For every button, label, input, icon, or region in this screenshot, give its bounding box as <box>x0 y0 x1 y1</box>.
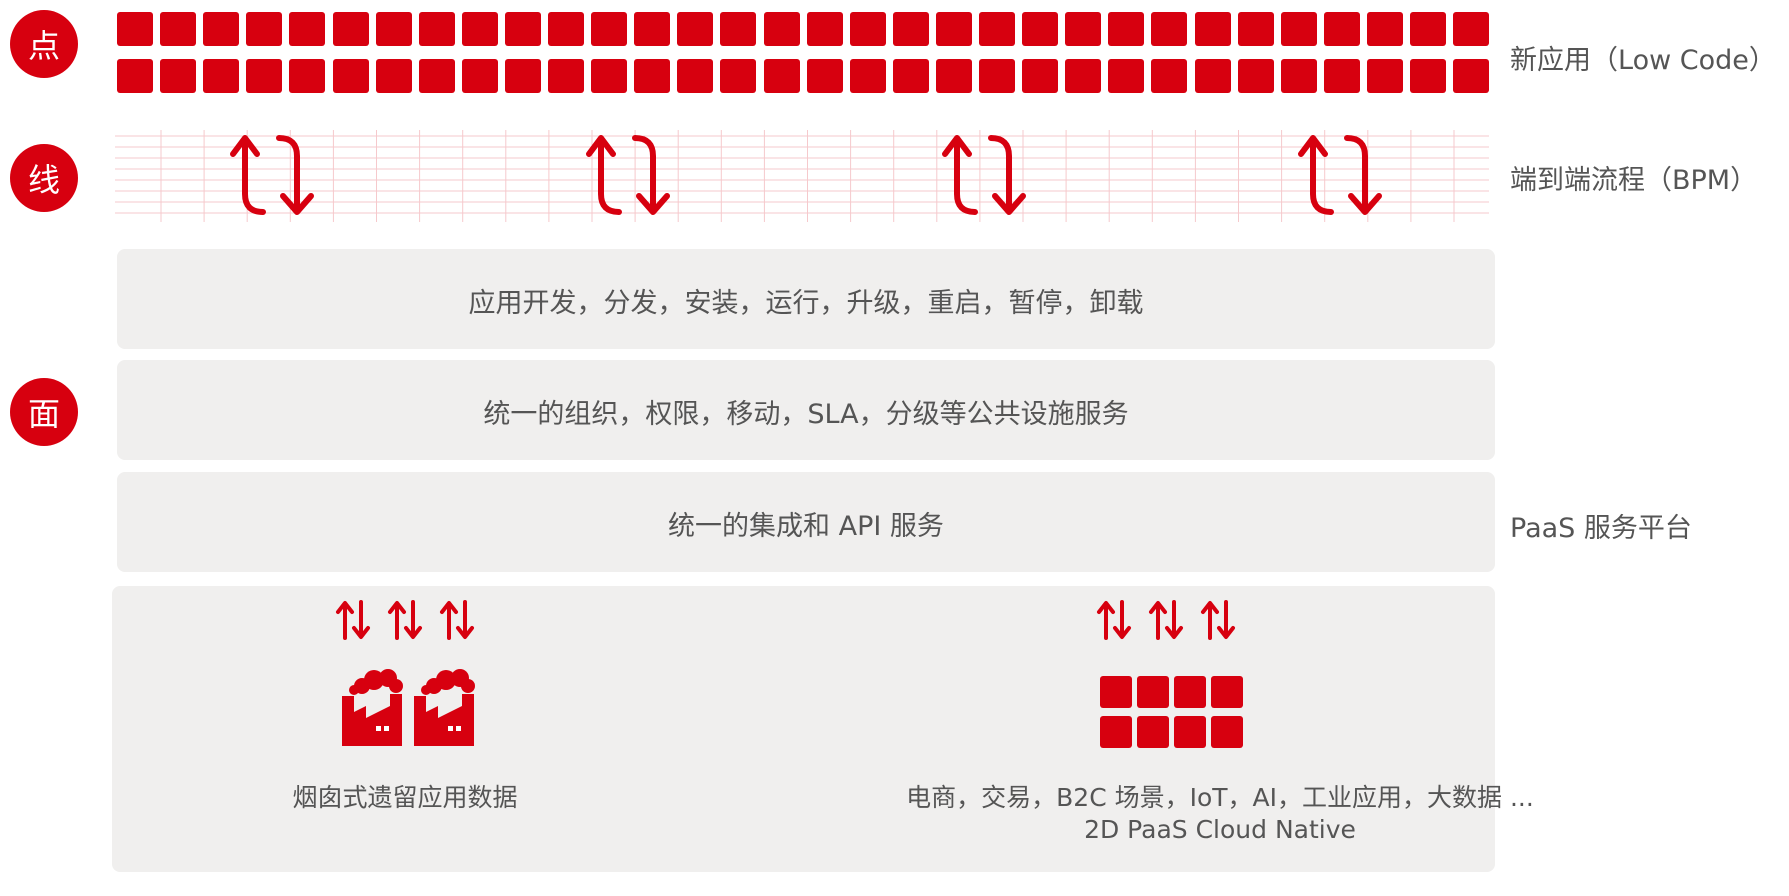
app-block <box>1194 12 1231 46</box>
app-block <box>591 59 628 93</box>
app-block <box>1194 59 1231 93</box>
app-block <box>1453 59 1490 93</box>
cycle-arrows-icon <box>230 135 314 215</box>
app-block <box>677 12 714 46</box>
app-block <box>591 12 628 46</box>
app-block <box>1323 59 1360 93</box>
app-block <box>1022 59 1059 93</box>
app-block <box>117 12 153 46</box>
cycle-arrows-icon <box>942 135 1026 215</box>
block-cell <box>1137 716 1169 748</box>
bar-app-lifecycle-text: 应用开发，分发，安装，运行，升级，重启，暂停，卸载 <box>468 288 1144 319</box>
app-block <box>461 12 498 46</box>
app-block <box>1108 59 1145 93</box>
app-block <box>763 12 800 46</box>
app-block <box>289 59 326 93</box>
app-block <box>1366 12 1403 46</box>
app-block <box>375 12 412 46</box>
app-block <box>160 12 197 46</box>
cycle-arrows-icon <box>1298 135 1382 215</box>
app-block <box>849 59 886 93</box>
app-block <box>634 12 671 46</box>
bar-integration-api-text: 统一的集成和 API 服务 <box>668 511 944 542</box>
caption-legacy-data: 烟囱式遗留应用数据 <box>292 783 518 812</box>
block-cell <box>1211 676 1243 708</box>
app-block <box>1410 59 1446 93</box>
block-cell <box>1174 676 1206 708</box>
app-block-grid <box>117 12 1490 96</box>
app-block <box>332 12 369 46</box>
app-block <box>203 12 240 46</box>
app-block <box>504 59 541 93</box>
app-block <box>1280 12 1317 46</box>
app-block <box>1453 12 1490 46</box>
block-cell <box>1100 716 1132 748</box>
block-cell <box>1100 676 1132 708</box>
app-block <box>160 59 197 93</box>
app-block <box>203 59 240 93</box>
app-block <box>548 59 584 93</box>
app-block <box>289 12 326 46</box>
app-block <box>1410 12 1446 46</box>
app-block <box>849 12 886 46</box>
label-paas: PaaS 服务平台 <box>1510 513 1692 544</box>
app-block <box>720 12 757 46</box>
app-block <box>246 59 283 93</box>
app-block <box>1237 59 1274 93</box>
factory-icon <box>414 669 475 746</box>
app-block <box>1280 59 1317 93</box>
app-block <box>979 12 1015 46</box>
app-block <box>806 12 843 46</box>
bar-integration-api: 统一的集成和 API 服务 <box>117 472 1495 572</box>
up-down-arrows-icon <box>1097 600 1235 640</box>
block-cell <box>1211 716 1243 748</box>
app-block <box>979 59 1015 93</box>
app-block <box>892 59 929 93</box>
app-block <box>332 59 369 93</box>
bar-common-services-text: 统一的组织，权限，移动，SLA，分级等公共设施服务 <box>483 399 1129 430</box>
label-bpm: 端到端流程（BPM） <box>1510 165 1758 196</box>
app-block <box>1323 12 1360 46</box>
process-grid-lines <box>115 130 1489 222</box>
block-cell <box>1137 676 1169 708</box>
app-block <box>418 12 455 46</box>
app-block <box>720 59 757 93</box>
app-block <box>892 12 929 46</box>
up-down-arrows-icon <box>336 600 474 640</box>
label-low-code: 新应用（Low Code） <box>1510 45 1776 76</box>
app-block <box>1237 12 1274 46</box>
app-block <box>1022 12 1059 46</box>
app-block <box>1151 12 1188 46</box>
bar-app-lifecycle: 应用开发，分发，安装，运行，升级，重启，暂停，卸载 <box>117 249 1495 349</box>
app-block <box>375 59 412 93</box>
marker-line: 线 <box>10 144 78 212</box>
factory-icon <box>342 669 403 746</box>
caption-modern-apps: 电商，交易，B2C 场景，IoT，AI，工业应用，大数据 ... <box>906 783 1534 812</box>
app-block <box>763 59 800 93</box>
app-block <box>935 12 972 46</box>
app-block <box>548 12 584 46</box>
app-block <box>806 59 843 93</box>
app-block <box>935 59 972 93</box>
caption-cloud-native: 2D PaaS Cloud Native <box>1084 815 1356 844</box>
app-block <box>1065 59 1102 93</box>
app-block <box>461 59 498 93</box>
app-block <box>634 59 671 93</box>
block-grid-icon <box>1100 676 1244 748</box>
bar-common-services: 统一的组织，权限，移动，SLA，分级等公共设施服务 <box>117 360 1495 460</box>
cycle-arrows-icon <box>586 135 670 215</box>
app-block <box>1366 59 1403 93</box>
app-block <box>117 59 153 93</box>
app-block <box>1065 12 1102 46</box>
marker-point: 点 <box>10 10 78 78</box>
block-cell <box>1174 716 1206 748</box>
app-block <box>1151 59 1188 93</box>
app-block <box>504 12 541 46</box>
app-block <box>246 12 283 46</box>
app-block <box>418 59 455 93</box>
app-block <box>1108 12 1145 46</box>
app-block <box>677 59 714 93</box>
marker-surface: 面 <box>10 378 78 446</box>
